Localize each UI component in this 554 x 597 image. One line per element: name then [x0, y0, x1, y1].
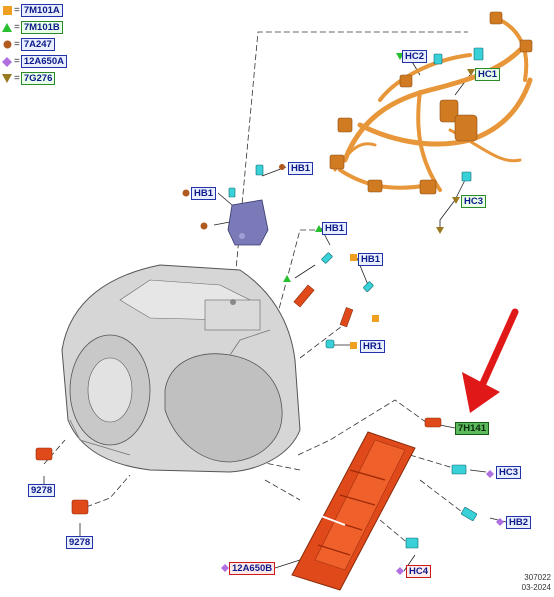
callout-hc3-bottom: HC3 — [496, 466, 522, 479]
legend-item: = 7M101A — [2, 2, 67, 19]
document-reference: 307022 03-2024 — [522, 573, 551, 593]
legend-separator: = — [14, 73, 20, 84]
legend-separator: = — [14, 39, 20, 50]
legend-item: = 7M101B — [2, 19, 67, 36]
legend-code: 12A650A — [20, 55, 67, 68]
callout-hb1-mid: HB1 — [322, 222, 348, 235]
legend-separator: = — [14, 5, 20, 16]
callout-hc2: HC2 — [402, 50, 428, 63]
triangle-down-icon — [2, 74, 12, 84]
harness-connectors — [329, 11, 533, 195]
callout-hb1-left: HB1 — [191, 187, 217, 200]
circle-icon — [2, 40, 12, 50]
legend-code: 7A247 — [20, 38, 55, 51]
callout-hb1-top: HB1 — [288, 162, 314, 175]
wiring-harness — [333, 18, 533, 192]
legend-item: = 7A247 — [2, 36, 67, 53]
callout-symbols — [182, 53, 504, 575]
callout-hb1-right: HB1 — [358, 253, 384, 266]
callout-hc3-top: HC3 — [461, 195, 487, 208]
legend-code: 7G276 — [20, 72, 56, 85]
legend-separator: = — [14, 22, 20, 33]
control-module — [291, 431, 416, 591]
sensor-7h141 — [424, 417, 442, 428]
legend-code: 7M101B — [20, 21, 63, 34]
square-icon — [2, 6, 12, 16]
triangle-icon — [2, 23, 12, 33]
document-number: 307022 — [524, 573, 551, 582]
callout-12a650b: 12A650B — [229, 562, 276, 575]
cyan-connectors — [228, 47, 484, 549]
transmission-housing — [61, 264, 301, 473]
diamond-icon — [2, 56, 12, 67]
callout-hr1: HR1 — [360, 340, 386, 353]
sensor-hr1 — [339, 307, 354, 328]
bracket — [227, 199, 269, 246]
sensor-9278-bottom — [71, 499, 89, 515]
legend-separator: = — [14, 56, 20, 67]
callout-7h141: 7H141 — [455, 422, 489, 435]
sensor-hb1-red — [293, 284, 315, 308]
callout-9278-bottom: 9278 — [66, 536, 94, 549]
callout-hc4: HC4 — [406, 565, 432, 578]
callout-hc1: HC1 — [475, 68, 501, 81]
red-arrow — [462, 308, 519, 413]
callout-hb2: HB2 — [506, 516, 532, 529]
legend-item: = 7G276 — [2, 70, 67, 87]
legend-item: = 12A650A — [2, 53, 67, 70]
callout-9278-top: 9278 — [28, 484, 56, 497]
document-date: 03-2024 — [521, 583, 551, 592]
sensor-9278-top — [35, 447, 53, 461]
legend: = 7M101A = 7M101B = 7A247 = 12A650A = 7G… — [2, 2, 67, 87]
legend-code: 7M101A — [20, 4, 63, 17]
